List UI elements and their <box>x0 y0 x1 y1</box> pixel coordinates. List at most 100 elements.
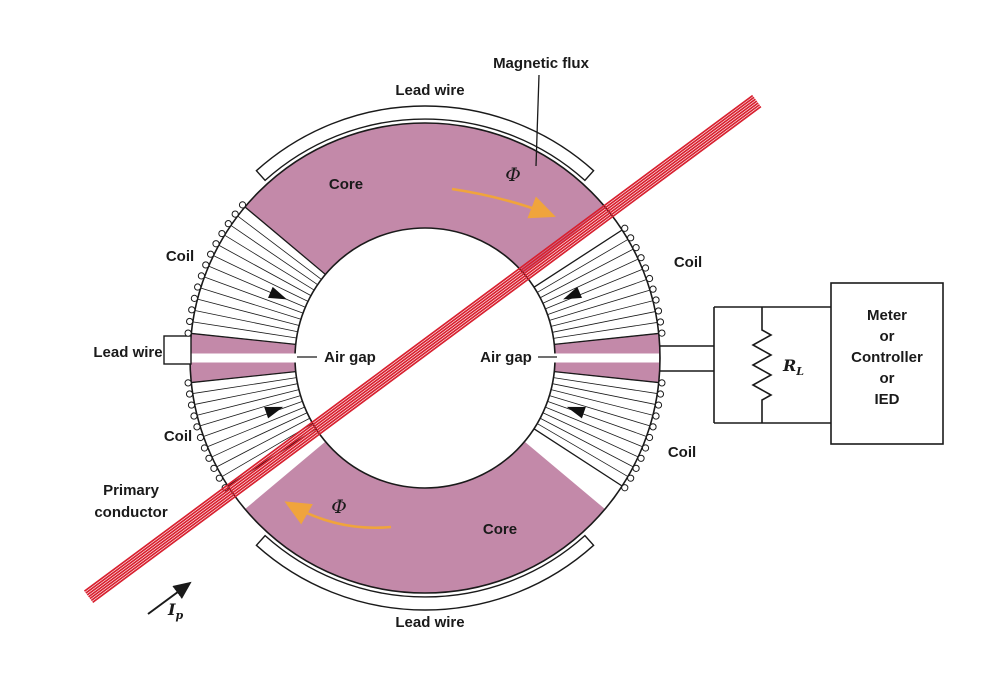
resistor-icon <box>751 307 773 423</box>
winding-loop <box>185 390 194 398</box>
air-gap-right-label: Air gap <box>480 349 532 366</box>
winding-loop <box>202 261 210 269</box>
primary-conductor-label-line1: Primary <box>103 482 160 499</box>
conductor-stripe <box>83 94 754 592</box>
primary-current-arrow <box>147 581 192 615</box>
conductor-stripe <box>86 98 756 596</box>
primary-current-label: Ip <box>167 600 183 622</box>
winding-loop <box>641 264 650 272</box>
magnetic-flux-label: Magnetic flux <box>493 55 590 72</box>
conductor-stripe <box>88 100 758 598</box>
winding-loop <box>632 244 640 252</box>
winding-turn <box>216 417 310 468</box>
winding-turn <box>230 225 318 286</box>
sector-boundary <box>533 428 623 487</box>
winding-loop <box>654 401 663 409</box>
lead-wire-bottom-label: Lead wire <box>395 614 464 631</box>
winding-loop <box>637 254 645 262</box>
winding-loop <box>194 283 202 291</box>
winding-loop <box>231 210 239 218</box>
winding-loop <box>218 229 226 238</box>
winding-turn <box>196 389 300 416</box>
winding-loop <box>187 401 196 409</box>
winding-turn <box>213 255 309 302</box>
winding-turn <box>537 239 629 293</box>
sector-boundary <box>554 332 659 346</box>
winding-loop <box>193 423 201 431</box>
winding-loop <box>621 224 629 232</box>
winding-turn <box>197 298 300 326</box>
lead-wire-top-label: Lead wire <box>395 82 464 99</box>
winding-direction-arrow-icon <box>566 406 586 419</box>
winding-loop <box>654 307 663 315</box>
winding-turn <box>553 322 658 339</box>
air-gap-left-label: Air gap <box>324 349 376 366</box>
magnetic-flux-pointer <box>535 74 540 167</box>
coil-lower-left-label: Coil <box>164 428 192 445</box>
core-top-sector <box>245 122 605 275</box>
winding-loop <box>215 474 223 482</box>
conductor-stripe <box>92 105 762 603</box>
winding-loop <box>645 433 654 442</box>
winding-loop <box>190 412 198 420</box>
lead-wire-top-band <box>255 105 595 182</box>
flux-arrow-top <box>451 187 556 219</box>
winding-loop <box>627 234 635 242</box>
primary-conductor-band <box>83 94 762 603</box>
winding-loop <box>652 412 660 420</box>
winding-loop <box>627 474 635 482</box>
winding-loop <box>632 464 640 472</box>
flux-symbol-top: Φ <box>505 164 521 186</box>
winding-loop <box>641 444 650 452</box>
meter-box-line: IED <box>874 391 899 408</box>
lead-wire-left-label: Lead wire <box>93 344 162 361</box>
winding-turn <box>211 412 308 458</box>
flux-symbol-bottom: Φ <box>331 496 347 518</box>
winding-loop <box>197 272 206 280</box>
winding-turn <box>553 377 658 394</box>
winding-turn <box>537 423 629 477</box>
lead-wire-bottom-band <box>255 534 595 611</box>
winding-loop <box>637 454 645 462</box>
winding-turn <box>545 268 643 310</box>
winding-turn <box>192 321 297 339</box>
winding-turn <box>192 377 297 394</box>
winding-loop <box>649 423 657 431</box>
winding-loop <box>649 285 657 293</box>
winding-turn <box>203 401 303 437</box>
core-top-label: Core <box>329 176 363 193</box>
air-gap-right-slit <box>554 353 659 363</box>
sector-boundary <box>554 370 659 384</box>
winding-turn <box>207 406 305 448</box>
winding-turn <box>552 311 656 333</box>
labels: Magnetic flux Lead wire Core Φ Coil Coil… <box>93 55 702 631</box>
winding-turn <box>547 401 647 437</box>
winding-turn <box>540 417 634 468</box>
winding-loop <box>238 201 247 209</box>
core-bottom-sector <box>245 441 605 594</box>
coil-windings <box>184 201 666 492</box>
meter-box <box>830 282 944 445</box>
conductor-stripe <box>85 96 755 594</box>
sector-boundary <box>533 229 623 288</box>
winding-direction-arrow-icon <box>268 286 287 300</box>
winding-turn <box>547 279 647 315</box>
meter-box-line: Meter <box>867 307 907 324</box>
winding-turn <box>204 276 304 314</box>
winding-loop <box>210 464 218 472</box>
winding-loop <box>207 250 215 258</box>
winding-turn <box>200 287 302 320</box>
winding-direction-arrow-icon <box>563 286 582 300</box>
winding-loop <box>190 294 198 302</box>
winding-loop <box>200 444 209 452</box>
load-resistor-label: RL <box>782 356 804 378</box>
winding-turn <box>208 265 306 308</box>
winding-turn <box>540 248 634 299</box>
coil-upper-right-label: Coil <box>674 254 702 271</box>
sector-boundary <box>191 332 296 346</box>
meter-box-line: or <box>880 328 895 345</box>
winding-loop <box>656 390 665 398</box>
winding-turn <box>550 389 654 416</box>
